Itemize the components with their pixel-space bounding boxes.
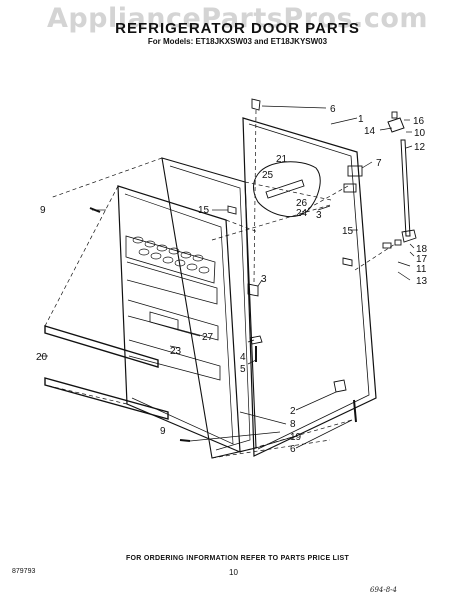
hinge-washer [382, 242, 392, 249]
door-liner-inner [124, 193, 234, 445]
screw-15-side [342, 257, 353, 267]
callout-20: 20 [36, 352, 48, 363]
liner-shelf-2 [126, 261, 218, 305]
callout-21: 21 [276, 154, 288, 165]
liner-shelf-3 [127, 299, 219, 341]
outer-door-panel-inner-edge [248, 123, 370, 450]
butter-compartment [149, 311, 179, 331]
callout-9-lower: 9 [160, 426, 166, 437]
screw-15-upper [227, 205, 237, 215]
liner-shelf-top [125, 235, 216, 284]
callout-13: 13 [416, 276, 428, 287]
callout-18: 18 [416, 244, 428, 255]
door-liner [117, 185, 241, 453]
door-shelf-bar-lower [44, 377, 169, 420]
watermark: AppliancePartsPros.com [46, 3, 429, 34]
door-shelf-bar-upper [44, 325, 159, 368]
bracket-3-mid [247, 283, 259, 297]
callout-6-bottom: 6 [290, 444, 296, 455]
callout-14: 14 [364, 126, 376, 137]
callout-19: 19 [290, 432, 302, 443]
diagram-title: REFRIGERATOR DOOR PARTS [115, 20, 360, 37]
screw-bottom [353, 399, 357, 423]
liner-shelf-4 [128, 339, 221, 381]
callout-7: 7 [376, 158, 382, 169]
hinge-cam [394, 239, 402, 246]
callout-25: 25 [262, 170, 274, 181]
callout-27: 27 [202, 332, 214, 343]
page-number: 10 [229, 568, 238, 577]
callout-4: 4 [240, 352, 246, 363]
handwritten-note: 694-8-4 [370, 586, 397, 594]
catalog-code: 879793 [12, 568, 36, 575]
callout-15-right: 15 [342, 226, 354, 237]
door-gasket [161, 157, 257, 459]
callout-23: 23 [170, 346, 182, 357]
callout-3-lower: 3 [261, 274, 267, 285]
callout-11: 11 [416, 264, 427, 275]
callout-1: 1 [358, 114, 364, 125]
diagram-subtitle: For Models: ET18JKXSW03 and ET18JKYSW03 [147, 37, 328, 46]
door-stop-lower [343, 183, 357, 193]
door-gasket-inner [169, 165, 251, 451]
screw-6-top [251, 98, 261, 111]
callout-8: 8 [290, 419, 296, 430]
spacer-2 [333, 379, 347, 393]
callout-9-upper: 9 [40, 205, 46, 216]
callout-15-left: 15 [198, 205, 210, 216]
hinge-pin [400, 139, 411, 237]
ordering-info-footer: FOR ORDERING INFORMATION REFER TO PARTS … [125, 555, 350, 562]
callout-16: 16 [413, 116, 425, 127]
callout-2: 2 [290, 406, 296, 417]
hinge-screw-top [391, 111, 398, 119]
outer-door-panel [242, 117, 377, 457]
door-stop [347, 165, 363, 177]
callout-17: 17 [416, 254, 428, 265]
handle [265, 179, 305, 199]
callout-26: 26 [296, 198, 308, 209]
callout-24: 24 [296, 208, 308, 219]
callout-3-upper: 3 [316, 210, 322, 221]
callout-10: 10 [414, 128, 426, 139]
clip-4 [249, 335, 263, 345]
hinge-block-top [387, 117, 405, 133]
callout-12: 12 [414, 142, 426, 153]
hinge-bracket-lower [401, 229, 417, 243]
screw-9-lower [179, 439, 191, 442]
callout-6-top: 6 [330, 104, 336, 115]
callout-5: 5 [240, 364, 246, 375]
